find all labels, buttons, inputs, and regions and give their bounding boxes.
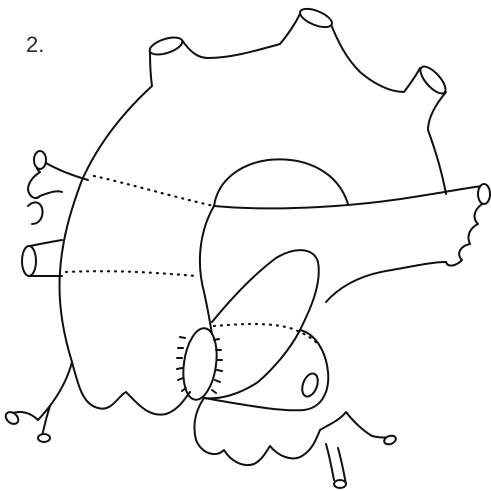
bottom-right-vessel-end-b <box>334 480 346 488</box>
dotted-guide-lower <box>66 271 196 276</box>
lower-right-bulb <box>204 330 328 410</box>
inner-loop-left <box>200 206 214 334</box>
left-lower-vessel-end <box>22 246 36 276</box>
dotted-guide-upper <box>94 176 214 206</box>
top-vessel-stump-right <box>416 63 449 98</box>
bottom-scalloped-edge <box>72 362 320 465</box>
dome-sac <box>214 159 348 206</box>
right-horizontal-vessel-top <box>214 186 482 208</box>
left-upper-vessel-end <box>34 151 46 169</box>
right-vessel-end <box>478 184 490 204</box>
top-vessel-stump-middle <box>298 5 335 31</box>
right-lobed-end <box>446 204 482 266</box>
vessel-outline-main <box>38 14 446 420</box>
left-upper-branch <box>40 162 88 196</box>
right-horizontal-vessel-bottom <box>326 262 446 302</box>
bottom-right-branch <box>320 412 392 484</box>
folded-flap <box>204 250 319 398</box>
bottom-right-vessel-end-a <box>383 434 397 446</box>
left-middle-branch <box>28 202 43 224</box>
top-vessel-stump-left <box>148 34 185 58</box>
bottom-left-vessel-end-b <box>38 434 50 442</box>
lower-right-bulb-opening <box>299 371 320 398</box>
